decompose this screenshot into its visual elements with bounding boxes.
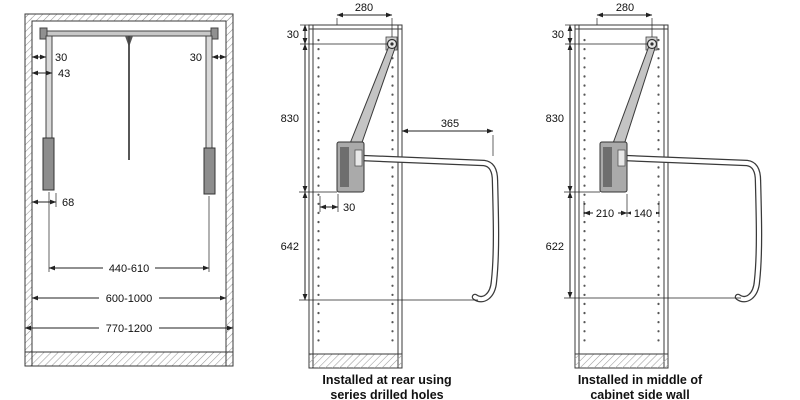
dim-label-top-depth: 280 (355, 2, 373, 14)
panel-bottom-break (309, 354, 402, 368)
front-view-dimensions: 30 30 43 68 440-610 600-1000 770-1200 (24, 52, 234, 335)
label-mask (593, 207, 618, 219)
dim-label-upper-height: 830 (546, 113, 564, 125)
dim-label-top-depth: 280 (616, 2, 634, 14)
right-spring-unit (203, 147, 216, 195)
right-mount-bracket (210, 27, 219, 40)
dim-label-upper-height: 830 (281, 113, 299, 125)
dim-label-top-offset: 30 (287, 29, 299, 41)
rear-install-caption-line1: Installed at rear using (322, 373, 451, 387)
cabinet-left-wall (25, 14, 32, 352)
rear-install-caption-line2: series drilled holes (330, 388, 443, 400)
dim-label-unit-depth: 68 (62, 197, 74, 209)
dim-label-top-offset: 30 (552, 29, 564, 41)
mechanism-spring-housing (603, 147, 612, 187)
panel-bottom-break (575, 354, 668, 368)
dim-label-lower-height: 642 (281, 241, 299, 253)
cabinet-inner-outline (31, 20, 227, 366)
dim-label-left-offset: 30 (55, 52, 67, 64)
cabinet-outer-outline (24, 13, 234, 367)
pivot-pin (390, 42, 394, 46)
dim-label-cabinet-outer-width: 770-1200 (106, 323, 153, 335)
middle-install-caption-line1: Installed in middle of (578, 373, 703, 387)
rear-install-diagram: 280 30 830 365 30 642 Installed at rear … (281, 2, 500, 400)
mechanism-slot (617, 149, 626, 167)
dim-label-bracket-depth: 43 (58, 68, 70, 80)
dim-label-rear-offset: 140 (634, 208, 652, 220)
hanging-rail (359, 156, 498, 302)
dim-label-hole-offset: 30 (343, 202, 355, 214)
label-mask (103, 262, 155, 275)
side-panel-outline (308, 24, 403, 369)
lift-top-rod (43, 30, 215, 37)
dim-label-inner-width: 440-610 (109, 263, 149, 275)
left-spring-unit (42, 137, 55, 191)
left-mount-bracket (39, 27, 48, 40)
dim-label-right-offset: 30 (190, 52, 202, 64)
dim-label-cabinet-inner-width: 600-1000 (106, 293, 153, 305)
middle-install-diagram: 280 30 830 210 140 622 Installed in midd… (546, 2, 763, 400)
front-view-diagram: 30 30 43 68 440-610 600-1000 770-1200 (24, 13, 234, 367)
rear-install-dimensions: 280 30 830 365 30 642 (281, 2, 494, 301)
cabinet-bottom-break (25, 352, 233, 366)
mechanism-spring-housing (340, 147, 349, 187)
pivot-pin (650, 42, 654, 46)
label-mask (631, 207, 656, 219)
dim-label-lower-height: 622 (546, 241, 564, 253)
cabinet-right-wall (226, 14, 233, 352)
dim-label-front-offset: 210 (596, 208, 614, 220)
cabinet-top-wall (25, 14, 233, 21)
hanging-rail (622, 156, 761, 302)
label-mask (99, 322, 159, 335)
middle-install-caption-line2: cabinet side wall (590, 388, 689, 400)
side-panel-outline (574, 24, 669, 369)
mechanism-slot (354, 149, 363, 167)
label-mask (99, 292, 159, 305)
middle-install-dimensions: 280 30 830 210 140 622 (546, 2, 741, 299)
dim-label-reach: 365 (441, 118, 459, 130)
